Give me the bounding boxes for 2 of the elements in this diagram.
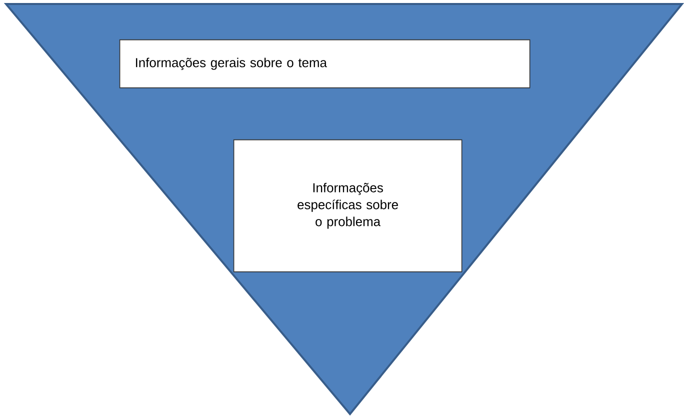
text-box: Informações específicas sobre o problema — [233, 139, 462, 272]
text-box: Informações gerais sobre o tema — [119, 39, 530, 88]
